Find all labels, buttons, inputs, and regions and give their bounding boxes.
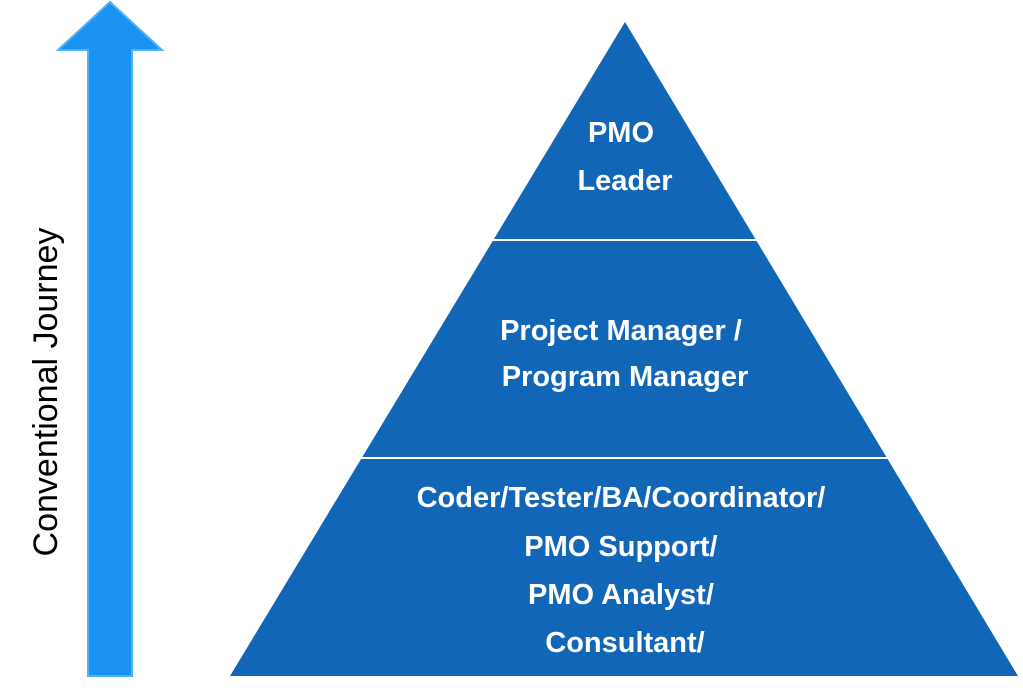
tier-middle-line-1: Project Manager / (500, 315, 742, 347)
tier-bottom-line-3: PMO Analyst/ (528, 579, 714, 611)
tier-bottom-line-4: Consultant/ (545, 627, 705, 659)
tier-top-line-2: Leader (577, 165, 672, 197)
pyramid-shape (230, 22, 1018, 676)
tier-label-top: PMO Leader (577, 117, 672, 197)
tier-label-bottom: Coder/Tester/BA/Coordinator/ PMO Support… (417, 482, 834, 659)
tier-bottom-line-1: Coder/Tester/BA/Coordinator/ (417, 482, 826, 514)
journey-axis-label: Conventional Journey (27, 228, 65, 557)
upward-arrow-icon (55, 0, 165, 677)
tier-top-line-1: PMO (588, 117, 654, 149)
tier-middle-line-2: Program Manager (502, 361, 749, 393)
tier-bottom-line-2: PMO Support/ (524, 531, 717, 563)
tier-label-middle: Project Manager / Program Manager (500, 315, 750, 393)
